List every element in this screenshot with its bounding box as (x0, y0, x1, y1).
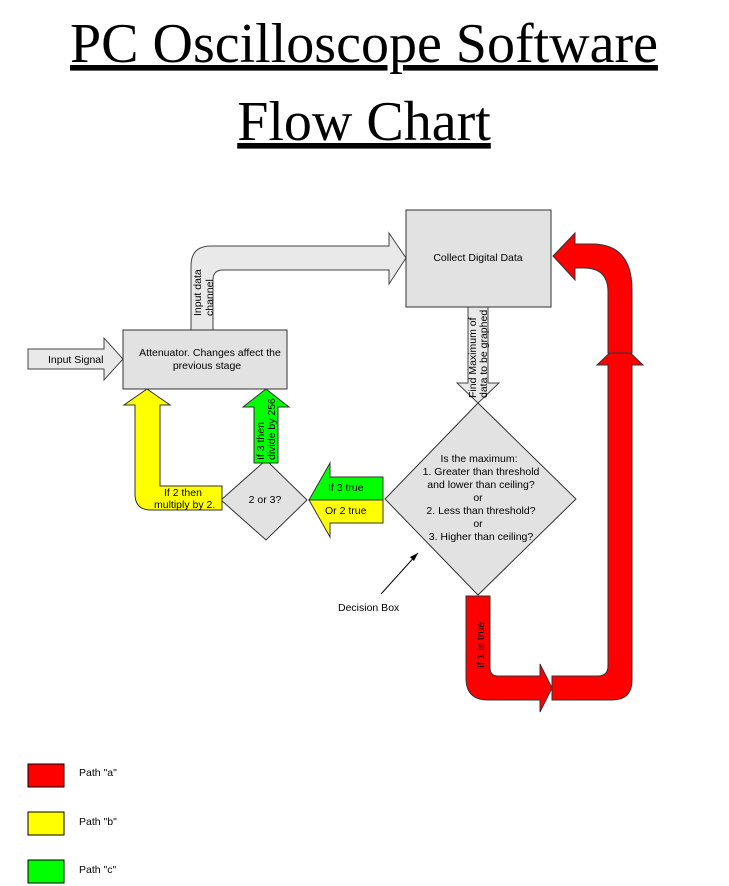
two-or-three-diamond (220, 459, 308, 541)
title-line-2: Flow Chart (237, 91, 491, 153)
path-b-arrow (122, 388, 223, 511)
decision-line-4: or (473, 492, 483, 504)
attenuator-label-2: previous stage (173, 360, 241, 372)
title-line-1: PC Oscilloscope Software (70, 13, 658, 75)
if3-true-label: If 3 true (328, 482, 364, 494)
decision-box-label: Decision Box (338, 602, 400, 614)
path-c-arrow-up (241, 388, 291, 464)
branch-arrow-left (308, 461, 384, 539)
legend-swatch-a (27, 763, 65, 788)
find-max-label-1: Find Maximum of (467, 317, 479, 398)
input-signal-arrow (27, 336, 124, 382)
legend-swatch-b (27, 811, 65, 836)
collect-digital-data-label: Collect Digital Data (433, 252, 522, 264)
decision-line-7: 3. Higher than ceiling? (429, 531, 534, 543)
legend-swatch-c (27, 859, 65, 884)
decision-pointer-head (410, 553, 418, 561)
decision-text: Is the maximum: 1. Greater than threshol… (423, 453, 540, 543)
input-channel-arrow (190, 231, 407, 331)
or2-true-label: Or 2 true (325, 505, 367, 517)
legend-label-c: Path "c" (79, 864, 116, 876)
decision-pointer-line (380, 552, 419, 595)
decision-diamond (384, 402, 577, 596)
if3-label-1: If 3 then (255, 422, 267, 460)
if2-label-2: multiply by 2. (154, 499, 215, 511)
legend-label-a: Path "a" (79, 767, 117, 779)
input-signal-label: Input Signal (48, 354, 103, 366)
if2-label-1: If 2 then (164, 487, 202, 499)
attenuator-box (122, 329, 288, 390)
decision-line-3: and lower than ceiling? (427, 479, 535, 491)
two-or-three-label: 2 or 3? (249, 494, 282, 506)
if3-label-2: divide by 256 (266, 398, 278, 460)
input-channel-label-1: Input data (192, 269, 204, 316)
attenuator-label-1: Attenuator. Changes affect the (139, 347, 281, 359)
find-max-label-2: data to be graphed (478, 310, 490, 398)
path-a-red (465, 231, 645, 713)
input-channel-label-2: channel (204, 279, 216, 316)
collect-digital-data-box (405, 209, 552, 308)
decision-line-5: 2. Less than threshold? (426, 505, 535, 517)
decision-line-1: Is the maximum: (440, 453, 517, 465)
if1-true-label: If 1 is true (475, 622, 487, 668)
find-max-arrow (455, 306, 501, 404)
decision-line-6: or (473, 518, 483, 530)
decision-line-2: 1. Greater than threshold (423, 466, 540, 478)
legend-label-b: Path "b" (79, 816, 117, 828)
legend: Path "a" Path "b" Path "c" (27, 763, 117, 884)
